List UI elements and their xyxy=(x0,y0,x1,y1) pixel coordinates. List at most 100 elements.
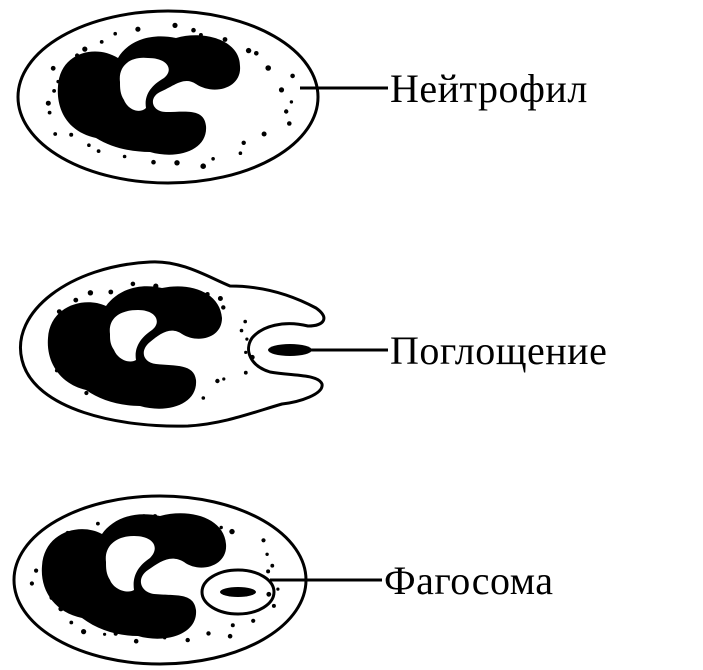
granule-dot xyxy=(55,369,59,373)
granule-dot xyxy=(100,40,104,44)
granule-dot xyxy=(84,391,88,395)
granule-dot xyxy=(203,519,207,523)
granule-dot xyxy=(142,514,146,518)
granule-dot xyxy=(56,80,59,83)
granule-dot xyxy=(200,163,206,169)
granule-dot xyxy=(174,160,179,165)
neutrophil-cell: Нейтрофил xyxy=(18,11,588,183)
granule-dot xyxy=(82,47,87,52)
granule-dot xyxy=(183,392,187,396)
granule-dot xyxy=(46,101,51,106)
granule-dot xyxy=(69,621,73,625)
granule-dot xyxy=(223,37,228,42)
granule-dot xyxy=(75,53,79,57)
label-neutrophil: Нейтрофил xyxy=(390,66,588,111)
engulfment-cell: Поглощение xyxy=(20,262,607,426)
granule-dot xyxy=(244,351,247,354)
granule-dot xyxy=(290,74,295,79)
granule-dot xyxy=(134,639,139,644)
granule-dot xyxy=(244,371,248,375)
granule-dot xyxy=(261,538,265,542)
granule-dot xyxy=(172,23,177,28)
granule-dot xyxy=(48,111,52,115)
granule-dot xyxy=(215,379,219,383)
granule-dot xyxy=(117,523,122,528)
granule-dot xyxy=(62,544,66,548)
granule-dot xyxy=(97,149,101,153)
granule-dot xyxy=(184,288,188,292)
granule-dot xyxy=(266,592,271,597)
granule-dot xyxy=(52,89,56,93)
granule-dot xyxy=(131,282,136,287)
granule-dot xyxy=(242,141,246,145)
granule-dot xyxy=(114,393,118,397)
granule-dot xyxy=(68,375,73,380)
granule-dot xyxy=(162,290,168,296)
granule-dot xyxy=(211,157,215,161)
granule-dot xyxy=(270,564,274,568)
granule-dot xyxy=(272,604,276,608)
granule-dot xyxy=(266,569,270,573)
granule-dot xyxy=(251,619,255,623)
granule-dot xyxy=(59,359,64,364)
granule-dot xyxy=(220,526,223,529)
granule-dot xyxy=(65,531,70,536)
granule-dot xyxy=(245,338,248,341)
granule-dot xyxy=(57,352,61,356)
granule-dot xyxy=(186,638,190,642)
granule-dot xyxy=(30,581,34,585)
phagosome-cell: Фагосома xyxy=(14,496,554,664)
granule-dot xyxy=(276,588,279,591)
granule-dot xyxy=(167,395,171,399)
granule-dot xyxy=(69,133,73,137)
granule-dot xyxy=(170,516,175,521)
granule-dot xyxy=(290,100,293,103)
granule-dot xyxy=(88,290,93,295)
granule-dot xyxy=(206,631,210,635)
granule-dot xyxy=(59,315,63,319)
granule-dot xyxy=(103,633,106,636)
granule-dot xyxy=(199,33,203,37)
granule-dot xyxy=(135,27,140,32)
granule-dot xyxy=(221,305,225,309)
granule-dot xyxy=(218,296,223,301)
granule-dot xyxy=(287,121,292,126)
granule-dot xyxy=(243,320,247,324)
label-engulfment: Поглощение xyxy=(390,328,607,373)
granule-dot xyxy=(73,298,78,303)
granule-dot xyxy=(229,529,234,534)
granule-dot xyxy=(153,398,158,403)
granule-dot xyxy=(228,634,233,639)
granule-dot xyxy=(49,595,54,600)
granule-dot xyxy=(96,522,100,526)
granule-dot xyxy=(153,284,158,289)
granule-dot xyxy=(153,514,158,519)
granule-dot xyxy=(205,292,209,296)
granule-dot xyxy=(240,329,244,333)
granule-dot xyxy=(113,32,117,36)
granule-dot xyxy=(265,65,271,71)
granule-dot xyxy=(58,606,63,611)
granule-dot xyxy=(114,632,118,636)
granule-dot xyxy=(246,48,251,53)
granule-dot xyxy=(284,109,288,113)
granule-dot xyxy=(191,28,196,33)
granule-dot xyxy=(123,155,127,159)
granule-dot xyxy=(102,394,106,398)
granule-dot xyxy=(222,377,225,380)
granule-dot xyxy=(108,290,113,295)
granule-dot xyxy=(151,160,156,165)
granule-dot xyxy=(81,629,86,634)
granule-dot xyxy=(52,329,56,333)
granule-dot xyxy=(51,66,56,71)
granule-dot xyxy=(34,569,38,573)
granule-dot xyxy=(53,132,57,136)
granule-dot xyxy=(48,567,52,571)
granule-dot xyxy=(202,396,206,400)
granule-dot xyxy=(87,143,91,147)
granule-dot xyxy=(55,340,60,345)
granule-dot xyxy=(262,132,267,137)
granule-dot xyxy=(239,151,243,155)
granule-dot xyxy=(279,87,284,92)
